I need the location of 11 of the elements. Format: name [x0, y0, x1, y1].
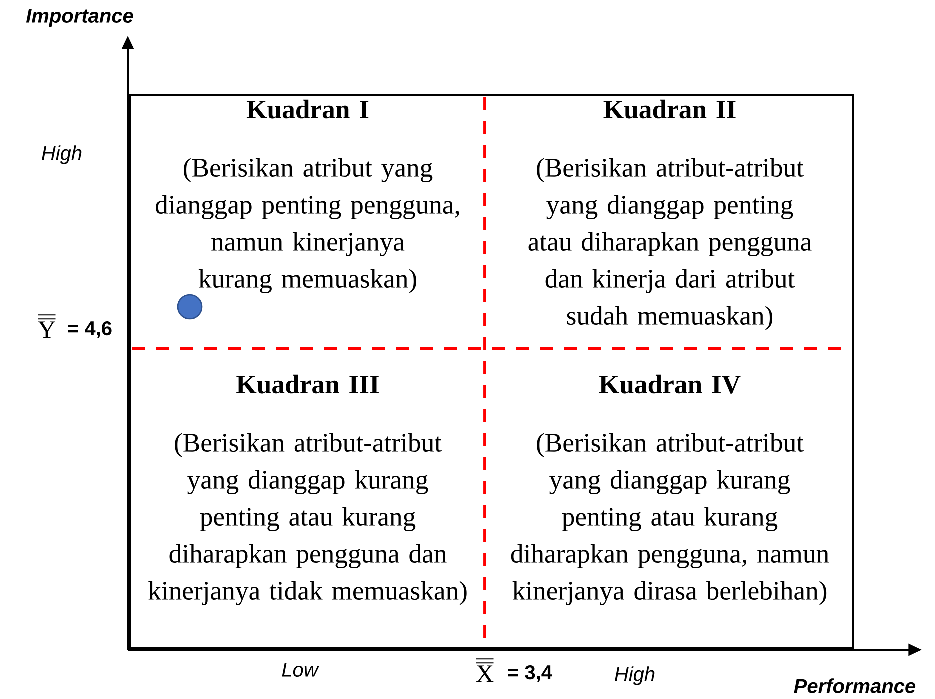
- quadrant-text: Kuadran I (Berisikan atribut yang dianggap penting pengguna, namun kinerjanya kurang memuaskan): [156, 100, 460, 294]
- mean-value: = 4,6: [68, 321, 112, 339]
- mean-value: = 3,4: [508, 665, 552, 683]
- axis-level: High: [42, 146, 82, 164]
- quadrant-text: Kuadran III (Berisikan atribut-atribut yang dianggap kurang penting atau kurang diharapkan pengguna dan kinerjanya tidak memuaskan): [148, 374, 467, 606]
- axis-level: High: [615, 666, 655, 686]
- axis-title: Performance: [794, 678, 916, 694]
- quadrant-text: Kuadran II (Berisikan atribut-atribut yang dianggap penting atau diharapkan pengguna dan kinerja dari atribut sudah memuaskan): [528, 100, 812, 330]
- axis-title: Importance: [26, 9, 134, 27]
- axis-level: Low: [282, 663, 320, 677]
- quadrant-text: Kuadran IV (Berisikan atribut-atribut yang dianggap kurang penting atau kurang diharapkan pengguna, namun kinerjanya dirasa berlebihan): [511, 374, 830, 606]
